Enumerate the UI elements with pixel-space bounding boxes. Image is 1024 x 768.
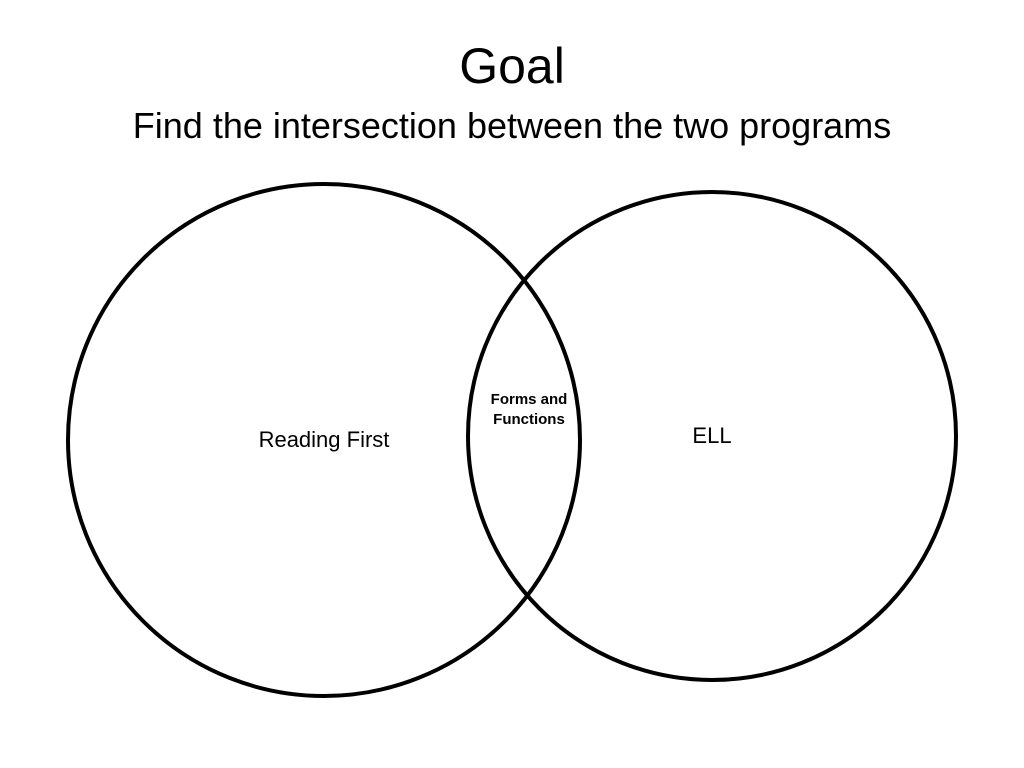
venn-label-intersection: Forms and Functions [474,390,584,430]
slide-subtitle: Find the intersection between the two pr… [132,105,892,146]
venn-circle-right [466,190,958,682]
venn-circle-left [66,182,582,698]
intersection-line-1: Forms and [490,391,568,408]
venn-label-left: Reading First [258,427,390,452]
slide-title: Goal [459,38,565,94]
venn-label-right: ELL [692,423,732,448]
intersection-line-2: Functions [493,411,565,428]
